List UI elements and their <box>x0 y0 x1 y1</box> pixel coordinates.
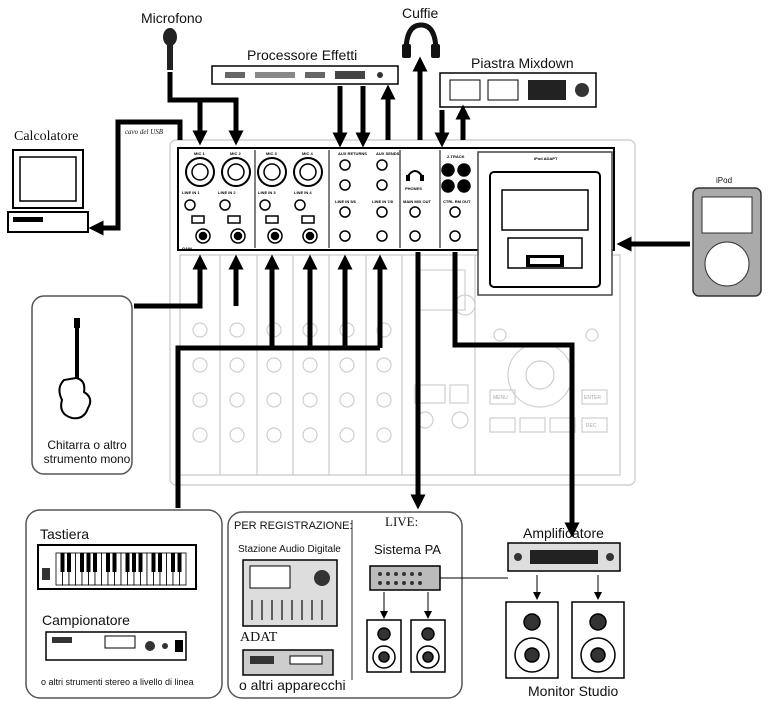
ipod-icon <box>692 187 762 297</box>
black-key <box>151 553 156 572</box>
label-sampler: Campionatore <box>42 612 130 628</box>
label-other-devices: o altri apparecchi <box>239 677 346 693</box>
panel-phones: PHONES <box>405 186 422 191</box>
panel-ctrl-rm-out: CTRL RM OUT <box>443 199 471 204</box>
panel-aux-returns: AUX RETURNS <box>338 151 367 156</box>
black-key <box>93 553 97 572</box>
label-amplifier: Amplificatore <box>523 525 604 541</box>
menu-button-label: MENU <box>493 395 508 401</box>
black-key <box>67 553 71 572</box>
pa-mixer-icon <box>369 565 441 591</box>
panel-ipod-adapt: iPod ADAPT <box>534 156 558 161</box>
microphone-icon <box>163 28 177 70</box>
panel-two-track: 2-TRACK <box>447 154 465 159</box>
black-key <box>171 553 175 572</box>
panel-line2: LINE IN 2 <box>218 190 236 195</box>
panel-line1: LINE IN 1 <box>182 190 200 195</box>
label-live: LIVE: <box>385 514 419 529</box>
mixdown-deck-icon <box>439 72 597 108</box>
label-microphone: Microfono <box>141 10 203 26</box>
label-effects: Processore Effetti <box>247 47 358 63</box>
black-key <box>112 553 117 572</box>
daw-icon <box>242 559 338 627</box>
cable-arrows <box>88 56 690 538</box>
label-computer: Calcolatore <box>14 129 79 144</box>
studio-monitor-icon <box>505 601 625 679</box>
ipod-dock <box>489 171 601 288</box>
keyboard-icon <box>37 544 197 590</box>
label-daw: Stazione Audio Digitale <box>238 544 341 555</box>
label-headphones: Cuffie <box>402 5 439 21</box>
label-stereo-instruments: o altri strumenti stereo a livello di li… <box>41 677 194 687</box>
panel-aux-sends: AUX SENDS <box>376 151 400 156</box>
label-pa-system: Sistema PA <box>374 542 441 557</box>
black-key <box>158 553 162 572</box>
panel-line3: LINE IN 3 <box>258 190 276 195</box>
label-adat: ADAT <box>240 630 278 645</box>
thin-connections <box>380 575 602 619</box>
black-key <box>177 553 182 572</box>
adat-icon <box>242 649 334 676</box>
black-key <box>138 553 143 572</box>
panel-mic3: MIC 3 <box>266 151 277 156</box>
computer-icon <box>7 149 89 233</box>
panel-main-mix-out: MAIN MIX OUT <box>403 199 432 204</box>
panel-line78: LINE IN 7/8 <box>372 199 394 204</box>
panel-mic2: MIC 2 <box>230 151 241 156</box>
pa-speaker-icon <box>366 619 446 673</box>
rec-button-label: REC <box>586 423 597 429</box>
headphones-icon <box>402 22 440 58</box>
label-studio-monitors: Monitor Studio <box>528 683 619 699</box>
panel-line56: LINE IN 5/6 <box>335 199 357 204</box>
black-key <box>106 553 110 572</box>
sampler-icon <box>45 631 187 661</box>
panel-gain: GAIN <box>182 246 192 251</box>
panel-line4: LINE IN 4 <box>294 190 312 195</box>
black-key <box>86 553 91 572</box>
label-mixdown: Piastra Mixdown <box>471 55 574 71</box>
pitch-wheel <box>42 568 50 580</box>
black-key <box>80 553 84 572</box>
mixer-rear-panel <box>177 147 615 296</box>
enter-button-label: ENTER <box>584 395 601 401</box>
effects-processor-icon <box>211 65 399 85</box>
amplifier-icon <box>507 542 621 572</box>
label-ipod: iPod <box>716 176 733 185</box>
black-key <box>125 553 130 572</box>
black-key <box>132 553 136 572</box>
guitar-box <box>31 295 133 475</box>
panel-mic4: MIC 4 <box>302 151 313 156</box>
panel-mic1: MIC 1 <box>194 151 205 156</box>
label-usb-cable: cavo del USB <box>124 128 164 136</box>
black-key <box>60 553 65 572</box>
label-guitar: Chitarra o altro strumento mono <box>43 438 131 466</box>
label-for-recording: PER REGISTRAZIONE: <box>234 520 353 532</box>
label-keyboard: Tastiera <box>40 526 90 542</box>
